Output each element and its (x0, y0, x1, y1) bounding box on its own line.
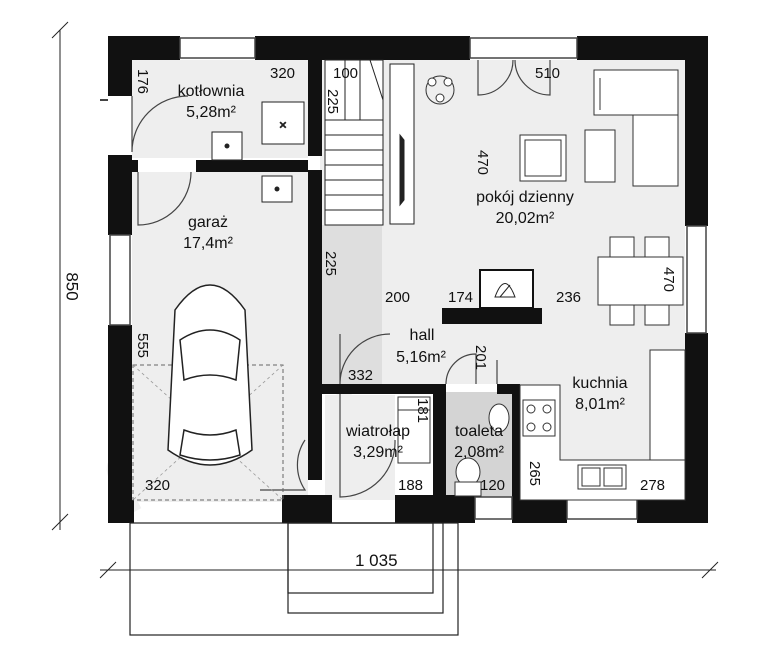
dim-265: 265 (526, 460, 544, 487)
room-area-hall: 5,16m² (396, 349, 446, 366)
room-area-kuchnia: 8,01m² (575, 396, 625, 413)
room-name-kotlownia: kotłownia (177, 83, 245, 100)
dining-set (597, 236, 684, 326)
room-area-toaleta: 2,08m² (454, 444, 504, 461)
room-name-wiatrolap: wiatrołap (345, 423, 411, 440)
room-area-kotlownia: 5,28m² (186, 104, 236, 121)
dim-470-right: 470 (660, 266, 678, 293)
dim-470: 470 (474, 149, 492, 176)
interior-walls (132, 36, 542, 496)
dim-120: 120 (480, 477, 506, 494)
dim-510: 510 (535, 65, 561, 82)
doors (100, 59, 551, 498)
dim-225-stair: 225 (324, 88, 342, 115)
room-name-hall: hall (409, 327, 435, 344)
dimension-lines (51, 21, 719, 579)
sanitary-fixtures (397, 396, 510, 497)
dim-overall-width: 1 035 (355, 551, 398, 570)
dim-332: 332 (348, 367, 374, 384)
boiler-fixtures: × (211, 101, 305, 203)
room-name-pokoj: pokój dzienny (476, 189, 574, 206)
dim-181: 181 (414, 397, 432, 424)
room-area-wiatrolap: 3,29m² (353, 444, 403, 461)
dim-100: 100 (333, 65, 359, 82)
svg-text:×: × (279, 120, 287, 131)
dim-188: 188 (398, 477, 424, 494)
fireplace-icon (494, 283, 516, 298)
kitchen-fixtures (519, 349, 686, 501)
cabinet (389, 63, 415, 225)
dim-320-top: 320 (270, 65, 296, 82)
room-name-toaleta: toaleta (454, 423, 504, 440)
living-furniture (425, 69, 679, 187)
dim-225-hall: 225 (322, 250, 340, 277)
dim-176: 176 (134, 68, 152, 95)
dim-200: 200 (385, 289, 411, 306)
room-area-garaz: 17,4m² (183, 235, 233, 252)
dim-174: 174 (448, 289, 474, 306)
dim-overall-height: 850 (62, 272, 82, 301)
dim-320-bottom: 320 (145, 477, 171, 494)
windows (109, 37, 707, 520)
hall-shade (320, 225, 382, 385)
dim-278: 278 (640, 477, 666, 494)
staircase (324, 59, 384, 226)
room-name-garaz: garaż (187, 214, 229, 231)
dim-201: 201 (472, 344, 490, 371)
entrance-steps (129, 522, 459, 636)
room-area-pokoj: 20,02m² (495, 210, 555, 227)
dim-236: 236 (556, 289, 582, 306)
dim-555: 555 (134, 332, 152, 359)
room-name-kuchnia: kuchnia (572, 375, 628, 392)
car (132, 284, 284, 501)
